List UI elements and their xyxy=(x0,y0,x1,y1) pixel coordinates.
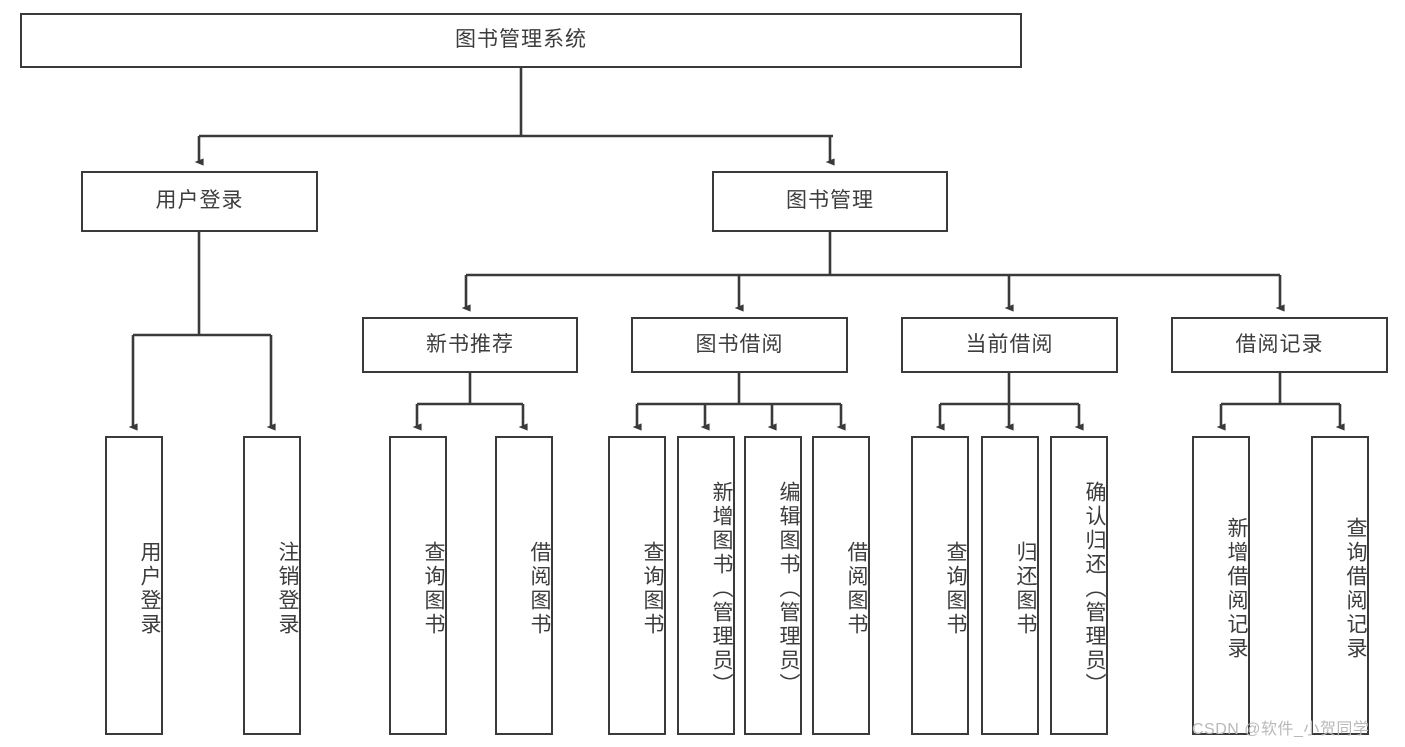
watermark-text: CSDN @软件_小贺同学 xyxy=(1192,721,1370,738)
node-user-login[interactable]: 用户登录 xyxy=(81,171,318,232)
leaf-borrow-book-2-label: 借阅图书 xyxy=(845,540,868,637)
leaf-borrow-book-1[interactable]: 借阅图书 xyxy=(495,436,553,735)
leaf-add-record[interactable]: 新增借阅记录 xyxy=(1192,436,1250,735)
leaf-confirm-return[interactable]: 确认归还（管理员） xyxy=(1050,436,1108,735)
leaf-add-book[interactable]: 新增图书（管理员） xyxy=(677,436,735,735)
leaf-borrow-book-1-label: 借阅图书 xyxy=(528,540,551,637)
node-book-manage-label: 图书管理 xyxy=(786,189,874,213)
leaf-query-record[interactable]: 查询借阅记录 xyxy=(1311,436,1369,735)
node-user-login-label: 用户登录 xyxy=(155,189,244,213)
leaf-confirm-return-label: 确认归还（管理员） xyxy=(1083,480,1106,697)
leaf-borrow-book-2[interactable]: 借阅图书 xyxy=(812,436,870,735)
leaf-edit-book[interactable]: 编辑图书（管理员） xyxy=(744,436,802,735)
node-book-borrow[interactable]: 图书借阅 xyxy=(631,317,848,373)
leaf-logout-label: 注销登录 xyxy=(276,540,299,637)
leaf-logout[interactable]: 注销登录 xyxy=(243,436,301,735)
node-borrow-record[interactable]: 借阅记录 xyxy=(1171,317,1388,373)
node-new-book-recommend-label: 新书推荐 xyxy=(426,332,514,356)
node-book-borrow-label: 图书借阅 xyxy=(695,332,784,356)
leaf-user-login-label: 用户登录 xyxy=(138,540,161,637)
leaf-query-book-2[interactable]: 查询图书 xyxy=(608,436,666,735)
leaf-add-book-label: 新增图书（管理员） xyxy=(710,480,733,697)
leaf-query-record-label: 查询借阅记录 xyxy=(1344,516,1367,661)
leaf-query-book-1-label: 查询图书 xyxy=(422,540,445,637)
leaf-user-login[interactable]: 用户登录 xyxy=(105,436,163,735)
leaf-return-book[interactable]: 归还图书 xyxy=(981,436,1039,735)
node-root[interactable]: 图书管理系统 xyxy=(20,13,1022,68)
node-current-borrow-label: 当前借阅 xyxy=(965,332,1054,356)
leaf-return-book-label: 归还图书 xyxy=(1014,540,1037,637)
node-root-label: 图书管理系统 xyxy=(455,28,587,52)
node-borrow-record-label: 借阅记录 xyxy=(1235,332,1324,356)
leaf-query-book-3-label: 查询图书 xyxy=(944,540,967,637)
leaf-query-book-2-label: 查询图书 xyxy=(641,540,664,637)
node-current-borrow[interactable]: 当前借阅 xyxy=(901,317,1118,373)
leaf-query-book-1[interactable]: 查询图书 xyxy=(389,436,447,735)
leaf-edit-book-label: 编辑图书（管理员） xyxy=(777,480,800,697)
node-book-manage[interactable]: 图书管理 xyxy=(712,171,948,232)
leaf-add-record-label: 新增借阅记录 xyxy=(1225,516,1248,661)
node-new-book-recommend[interactable]: 新书推荐 xyxy=(362,317,578,373)
leaf-query-book-3[interactable]: 查询图书 xyxy=(911,436,969,735)
